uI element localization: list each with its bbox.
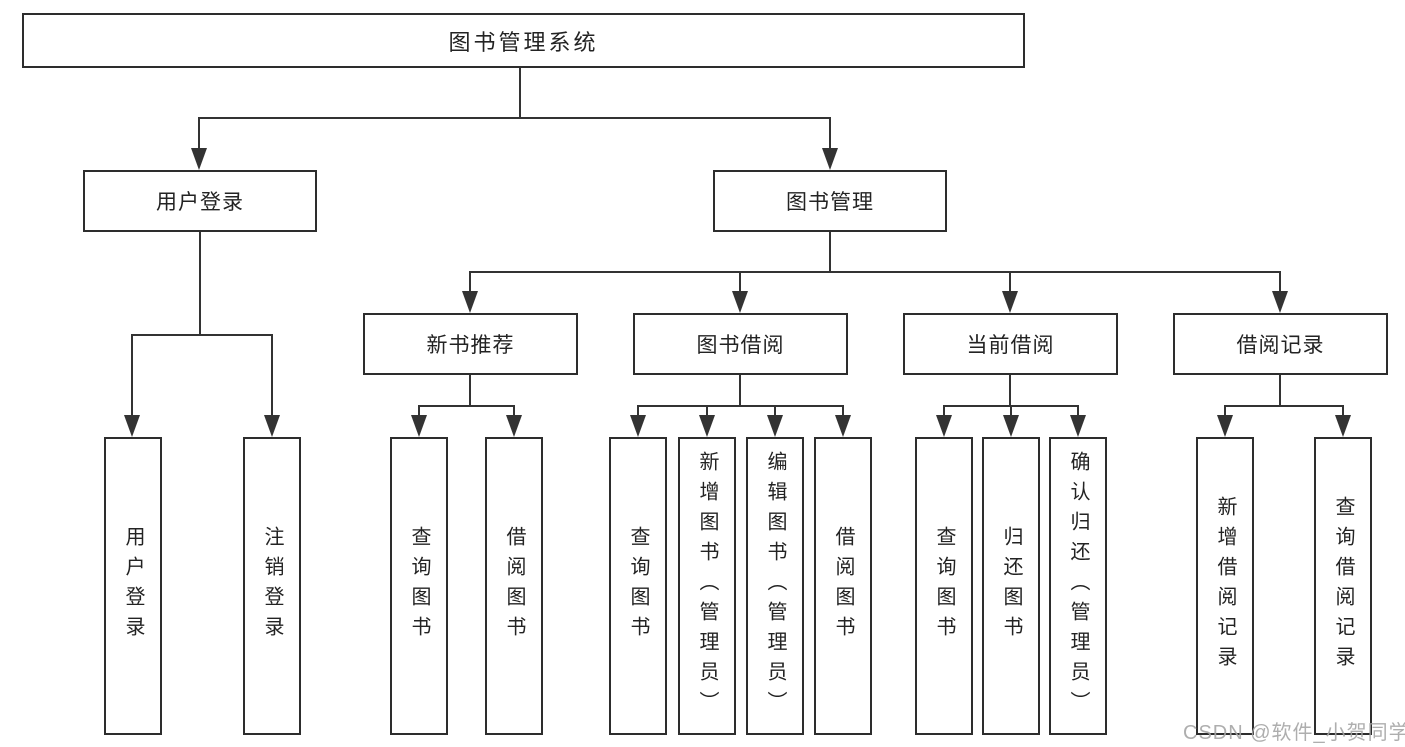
edge-borrow-record-trunk <box>1279 375 1281 407</box>
leaf-query-book-3: 查询图书 <box>915 437 973 735</box>
node-root: 图书管理系统 <box>22 13 1025 68</box>
arrowhead-confirm-return-admin <box>1070 415 1086 437</box>
edge-stem-book-borrow <box>739 271 741 293</box>
edge-level3-branch <box>469 271 1281 273</box>
edge-book-borrow-branch <box>637 405 844 407</box>
edge-user-login-trunk <box>199 232 201 336</box>
edge-stem-current-borrow <box>1009 271 1011 293</box>
arrowhead-edit-book-admin <box>767 415 783 437</box>
node-book-management: 图书管理 <box>713 170 947 232</box>
edge-stem-add-book-admin <box>706 405 708 417</box>
edge-current-borrow-trunk <box>1009 375 1011 407</box>
leaf-add-book-admin: 新增图书（管理员） <box>678 437 736 735</box>
edge-level2-branch <box>198 117 831 119</box>
leaf-add-borrow-record-label: 新增借阅记录 <box>1214 496 1236 676</box>
edge-stem-new-book-recommend <box>469 271 471 293</box>
edge-stem-leaf-logout <box>271 334 273 417</box>
arrowhead-leaf-login <box>124 415 140 437</box>
leaf-borrow-book-1-label: 借阅图书 <box>503 526 525 646</box>
arrowhead-borrow-book-1 <box>506 415 522 437</box>
arrowhead-borrow-book-2 <box>835 415 851 437</box>
leaf-query-borrow-record: 查询借阅记录 <box>1314 437 1372 735</box>
edge-stem-book-management <box>829 117 831 150</box>
edge-stem-query-book-2 <box>637 405 639 417</box>
edge-stem-user-login <box>198 117 200 150</box>
leaf-query-book-2: 查询图书 <box>609 437 667 735</box>
node-borrow-record-label: 借阅记录 <box>1236 334 1325 357</box>
leaf-user-login: 用户登录 <box>104 437 162 735</box>
leaf-edit-book-admin: 编辑图书（管理员） <box>746 437 804 735</box>
leaf-query-book-2-label: 查询图书 <box>627 526 649 646</box>
arrowhead-query-book-1 <box>411 415 427 437</box>
leaf-query-book-3-label: 查询图书 <box>933 526 955 646</box>
leaf-borrow-book-2-label: 借阅图书 <box>832 526 854 646</box>
edge-new-book-recommend-branch <box>418 405 515 407</box>
node-root-label: 图书管理系统 <box>448 29 599 55</box>
node-book-borrow-label: 图书借阅 <box>696 334 785 357</box>
leaf-logout-label: 注销登录 <box>261 526 283 646</box>
leaf-query-book-1: 查询图书 <box>390 437 448 735</box>
node-new-book-recommend: 新书推荐 <box>363 313 578 375</box>
edge-new-book-recommend-trunk <box>469 375 471 407</box>
leaf-add-borrow-record: 新增借阅记录 <box>1196 437 1254 735</box>
arrowhead-leaf-logout <box>264 415 280 437</box>
edge-stem-edit-book-admin <box>774 405 776 417</box>
leaf-borrow-book-2: 借阅图书 <box>814 437 872 735</box>
arrowhead-add-book-admin <box>699 415 715 437</box>
edge-stem-borrow-book-1 <box>513 405 515 417</box>
leaf-query-borrow-record-label: 查询借阅记录 <box>1332 496 1354 676</box>
edge-stem-query-book-3 <box>943 405 945 417</box>
edge-stem-confirm-return-admin <box>1077 405 1079 417</box>
arrowhead-query-book-3 <box>936 415 952 437</box>
arrowhead-query-borrow-record <box>1335 415 1351 437</box>
leaf-return-book: 归还图书 <box>982 437 1040 735</box>
edge-stem-leaf-login <box>131 334 133 417</box>
node-book-borrow: 图书借阅 <box>633 313 848 375</box>
node-borrow-record: 借阅记录 <box>1173 313 1388 375</box>
edge-stem-add-borrow-record <box>1224 405 1226 417</box>
leaf-borrow-book-1: 借阅图书 <box>485 437 543 735</box>
leaf-return-book-label: 归还图书 <box>1000 526 1022 646</box>
edge-stem-borrow-book-2 <box>842 405 844 417</box>
node-current-borrow-label: 当前借阅 <box>966 334 1055 357</box>
arrowhead-user-login <box>191 148 207 170</box>
edge-stem-query-borrow-record <box>1342 405 1344 417</box>
arrowhead-current-borrow <box>1002 291 1018 313</box>
arrowhead-return-book <box>1003 415 1019 437</box>
edge-stem-query-book-1 <box>418 405 420 417</box>
edge-borrow-record-branch <box>1224 405 1344 407</box>
edge-book-borrow-trunk <box>739 375 741 407</box>
arrowhead-borrow-record <box>1272 291 1288 313</box>
leaf-confirm-return-admin-label: 确认归还（管理员） <box>1067 451 1089 721</box>
edge-stem-borrow-record <box>1279 271 1281 293</box>
edge-user-login-branch <box>132 334 273 336</box>
leaf-edit-book-admin-label: 编辑图书（管理员） <box>764 451 786 721</box>
node-user-login-label: 用户登录 <box>156 191 244 214</box>
edge-stem-return-book <box>1010 405 1012 417</box>
edge-root-trunk <box>519 68 521 118</box>
leaf-query-book-1-label: 查询图书 <box>408 526 430 646</box>
arrowhead-add-borrow-record <box>1217 415 1233 437</box>
edge-book-management-trunk <box>829 232 831 273</box>
arrowhead-new-book-recommend <box>462 291 478 313</box>
leaf-logout: 注销登录 <box>243 437 301 735</box>
leaf-user-login-label: 用户登录 <box>122 526 144 646</box>
node-new-book-recommend-label: 新书推荐 <box>426 334 515 357</box>
arrowhead-book-borrow <box>732 291 748 313</box>
arrowhead-book-management <box>822 148 838 170</box>
node-book-management-label: 图书管理 <box>786 191 874 214</box>
leaf-add-book-admin-label: 新增图书（管理员） <box>696 451 718 721</box>
arrowhead-query-book-2 <box>630 415 646 437</box>
leaf-confirm-return-admin: 确认归还（管理员） <box>1049 437 1107 735</box>
csdn-watermark: CSDN @软件_小贺同学 <box>1183 722 1405 744</box>
node-current-borrow: 当前借阅 <box>903 313 1118 375</box>
node-user-login: 用户登录 <box>83 170 317 232</box>
